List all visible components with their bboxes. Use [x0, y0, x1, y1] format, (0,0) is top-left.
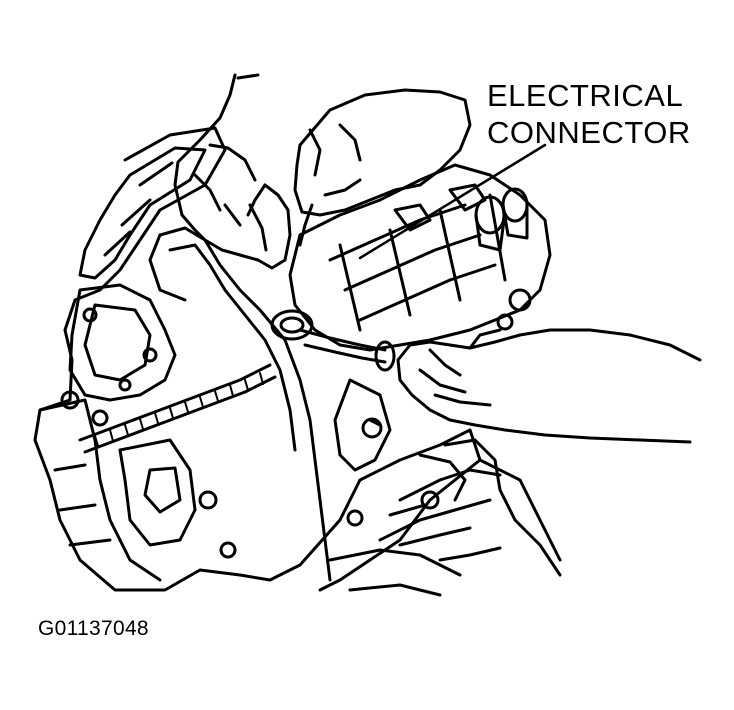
bolt — [62, 392, 78, 408]
transmission-housing — [335, 380, 560, 575]
lower-block — [40, 400, 195, 580]
bolt — [93, 411, 107, 425]
hand-left — [175, 75, 290, 268]
hand-top — [295, 90, 470, 215]
figure-id: G01137048 — [38, 617, 149, 640]
front-cover — [70, 285, 175, 400]
callout-leader — [360, 145, 545, 258]
tool-handle — [376, 342, 394, 370]
wrench-tool — [300, 330, 385, 362]
timing-chain — [80, 365, 275, 452]
cylinder-cap — [503, 189, 527, 221]
bolt — [84, 309, 96, 321]
callout-label-line2: CONNECTOR — [487, 115, 691, 150]
callout-label-line1: ELECTRICAL — [487, 78, 684, 113]
bolt — [144, 349, 156, 361]
timing-cover-left — [80, 148, 205, 278]
bolt — [120, 380, 130, 390]
socket — [272, 311, 312, 339]
hand-right — [398, 330, 700, 442]
